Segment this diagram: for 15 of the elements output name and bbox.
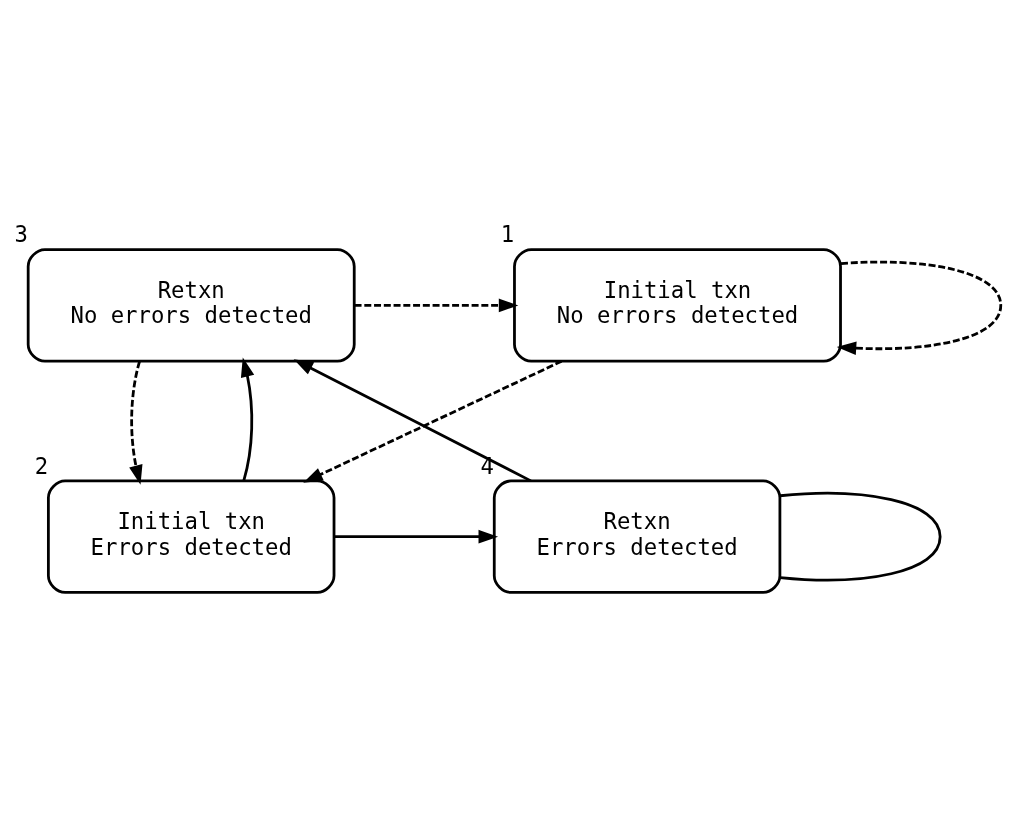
arrow	[303, 359, 563, 483]
node-label: 1	[500, 221, 515, 248]
arrow	[240, 357, 255, 481]
connector	[780, 491, 942, 582]
arrow	[129, 361, 143, 485]
node-box: Initial txn Errors detected	[47, 479, 336, 594]
node-box: Retxn Errors detected	[492, 479, 782, 594]
arrow	[293, 359, 532, 483]
node-label: 3	[14, 221, 28, 248]
arrow	[836, 260, 1003, 356]
node-label: 2	[34, 452, 49, 479]
node-box: Initial txn No errors detected	[513, 248, 842, 363]
arrow	[354, 298, 519, 313]
arrow	[334, 529, 499, 544]
node-box: Retxn No errors detected	[26, 248, 356, 363]
